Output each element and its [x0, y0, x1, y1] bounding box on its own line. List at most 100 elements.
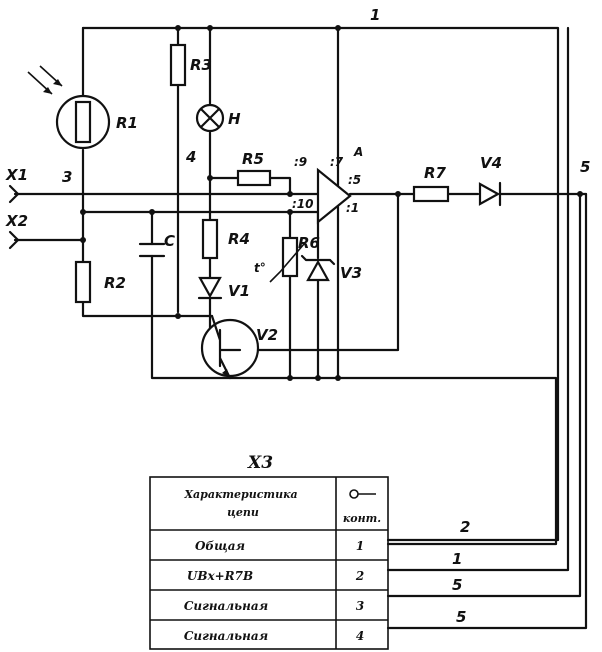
- junction-dot: [287, 209, 293, 215]
- label-c: C: [164, 232, 175, 250]
- label-pin5: :5: [348, 173, 361, 187]
- row-1-name: Общая: [195, 539, 245, 553]
- junction-dot: [207, 175, 213, 181]
- light-arrows-icon: [27, 65, 63, 95]
- junction-dot: [149, 209, 155, 215]
- junction-dot: [335, 25, 341, 31]
- contact-symbol-icon: [349, 489, 376, 499]
- junction-dot: [287, 191, 293, 197]
- junction-dot: [207, 25, 213, 31]
- diode-v4: [478, 181, 502, 207]
- table-grid: [150, 477, 388, 649]
- junction-dot: [80, 209, 86, 215]
- row-4-wire-label: 5: [456, 608, 466, 626]
- opamp-triangle: [316, 167, 352, 225]
- row-1-contact: 1: [356, 539, 364, 553]
- wire-top-rail: [81, 26, 560, 542]
- connector-table-x3: X3 Характеристика цепи конт. Общая 1 UВх…: [149, 453, 470, 650]
- connector-x2-icon: [8, 230, 20, 250]
- junction-dot: [395, 191, 401, 197]
- label-r1: R1: [116, 114, 138, 132]
- row-3-wire-label: 5: [452, 576, 462, 594]
- label-node-4: 4: [185, 148, 196, 166]
- resistor-r4: [201, 218, 219, 260]
- row-4-name: Сигнальная: [184, 629, 268, 643]
- table-frame: [149, 476, 389, 650]
- row-4-contact: 4: [356, 629, 364, 643]
- wire-1-to-x3: [386, 26, 570, 572]
- transistor-v2: [200, 314, 260, 380]
- label-r2: R2: [104, 274, 126, 292]
- junction-dot: [335, 375, 341, 381]
- r1-body: [74, 100, 92, 144]
- label-v4: V4: [480, 154, 502, 172]
- row-3-name: Сигнальная: [184, 599, 268, 613]
- capacitor-plates: [138, 242, 166, 258]
- wire-bottom-rail: [228, 376, 558, 546]
- label-h: H: [228, 110, 241, 128]
- labels: 1 3 4 5 X1 X2 R1 R2 R3 R4 R5 R6 R7 C H V…: [5, 6, 590, 344]
- label-pin9: :9: [294, 155, 307, 169]
- label-v1: V1: [228, 282, 250, 300]
- wire-r5: [208, 176, 292, 196]
- junction-dot: [287, 375, 293, 381]
- connector-x1-icon: [8, 184, 20, 204]
- zener-v3: [300, 254, 336, 282]
- wire-feedback: [238, 192, 400, 352]
- label-v3: V3: [340, 264, 362, 282]
- label-r4: R4: [228, 230, 250, 248]
- wires: [13, 26, 588, 630]
- zener-triangle: [306, 259, 330, 282]
- wire-out-5a: [386, 192, 582, 598]
- header-contact: конт.: [343, 512, 381, 525]
- label-r6: R6: [298, 234, 320, 252]
- wire-out-5b: [386, 192, 588, 630]
- label-r7: R7: [424, 164, 447, 182]
- label-pin10: :10: [292, 197, 314, 211]
- resistor-r5: [236, 169, 272, 187]
- junction-dot: [80, 237, 86, 243]
- row-1-wire-label: 2: [460, 518, 470, 536]
- resistor-r7: [412, 185, 450, 203]
- label-pin7: :7: [330, 155, 344, 169]
- lamp-cross: [199, 107, 221, 129]
- label-v2: V2: [256, 326, 278, 344]
- header-circuit-line: цепи: [227, 506, 259, 519]
- label-pin1: :1: [346, 201, 359, 215]
- label-t: t°: [254, 261, 266, 275]
- resistor-r2: [74, 260, 92, 304]
- opamp-a: [316, 167, 352, 225]
- header-circuit: Характеристика цепи: [183, 488, 301, 519]
- r6-body: [281, 236, 299, 278]
- row-3-contact: 3: [356, 599, 364, 613]
- row-2-wire-label: 1: [452, 550, 462, 568]
- junction-dot: [577, 191, 583, 197]
- wire-r2-branch: [81, 210, 214, 318]
- diode-v1-triangle: [198, 276, 222, 299]
- label-x2: X2: [5, 212, 28, 230]
- header-circuit-line: Характеристика: [183, 488, 297, 501]
- emitter-arrow: [222, 369, 230, 378]
- row-2-name: UВх+R7В: [187, 569, 253, 583]
- row-2-contact: 2: [355, 569, 364, 583]
- junctions: [80, 25, 583, 381]
- transistor-leads: [210, 314, 242, 380]
- label-wire-1: 1: [370, 6, 380, 24]
- arrow-heads: [43, 79, 62, 94]
- capacitor-c: [138, 242, 166, 258]
- junction-dot: [175, 313, 181, 319]
- junction-dot: [175, 25, 181, 31]
- junction-dot: [315, 375, 321, 381]
- resistor-r3: [169, 43, 187, 87]
- label-a: A: [353, 145, 363, 159]
- photoresistor-r1: [27, 65, 111, 150]
- diode-v4-triangle: [478, 182, 501, 206]
- label-x1: X1: [5, 166, 28, 184]
- diode-v1: [197, 276, 223, 300]
- label-node-5: 5: [580, 158, 590, 176]
- transistor-circle: [200, 318, 260, 378]
- label-node-3: 3: [62, 168, 72, 186]
- label-r5: R5: [242, 150, 264, 168]
- table-title: X3: [247, 453, 273, 473]
